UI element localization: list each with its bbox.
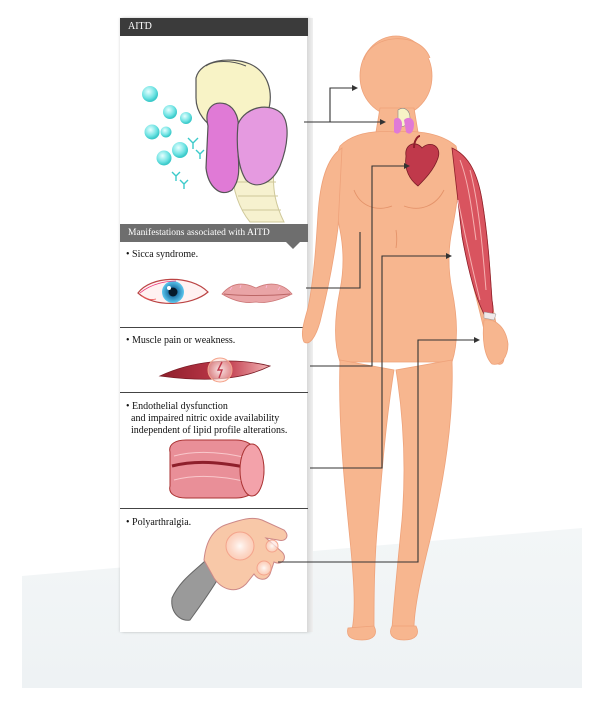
neck-thyroid [394,108,414,134]
endothelial-line-1: • Endothelial dysfunction [126,401,228,412]
manifestations-header: Manifestations associated with AITD [120,224,308,242]
endothelial-line-3: independent of lipid profile alterations… [131,425,288,436]
eye-illustration [137,278,209,304]
blood-vessel-illustration [169,439,265,499]
muscle-pain-label: • Muscle pain or weakness. [126,335,236,346]
subheader-notch [286,242,300,249]
sicca-syndrome-label: • Sicca syndrome. [126,249,199,260]
section-divider [120,508,308,509]
panel-header: AITD [120,18,308,36]
muscle-fiber-illustration [158,357,272,383]
body-details [353,189,445,249]
thyroid-illustration [142,59,288,223]
lips-illustration [221,283,293,303]
hand-illustration [171,517,288,621]
connector-arrowheads [352,85,480,343]
endothelial-line-2: and impaired nitric oxide availability [131,413,280,424]
endothelial-dysfunction-label: • Endothelial dysfunction and impaired n… [126,401,304,437]
polyarthralgia-label: • Polyarthralgia. [126,517,192,528]
section-divider [120,392,308,393]
connector-lines [278,87,474,563]
heart-illustration [405,135,440,187]
section-divider [120,327,308,328]
arm-muscles [451,147,497,321]
